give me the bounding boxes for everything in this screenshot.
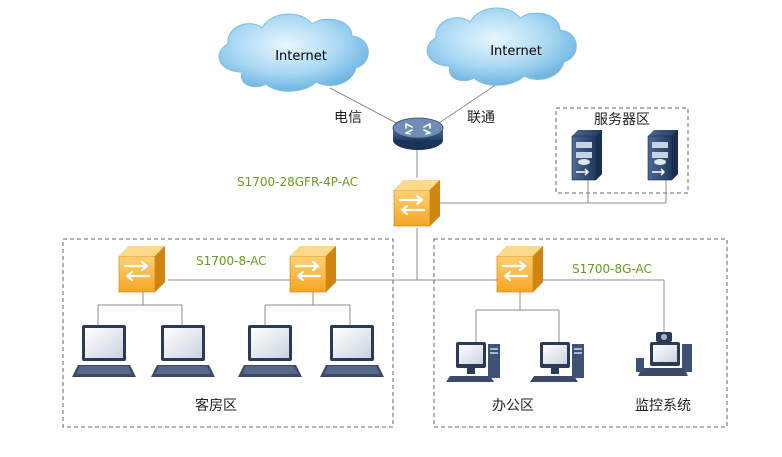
switch-icon [495,244,545,294]
cloud-icon [426,7,577,86]
core-switch-model: S1700-28GFR-4P-AC [237,175,358,189]
isp-label-telecom: 电信 [334,110,362,126]
router-icon [392,117,444,150]
switch-icon [117,244,167,294]
isp-label-unicom: 联通 [467,110,495,126]
laptop-icon [72,325,136,377]
laptop-icon [151,325,215,377]
guest-zone-box [62,238,394,428]
office-switch-model: S1700-8G-AC [572,262,652,276]
cloud-icon [218,13,369,92]
server-zone-box [555,107,689,194]
connection-lines [97,81,667,342]
camera-icon [636,332,692,376]
desktop-icon [446,342,500,382]
cloud-label-left: Internet [275,49,327,64]
guest-switch-model: S1700-8-AC [196,254,267,268]
server-zone-label: 服务器区 [594,112,650,128]
guest-zone-label: 客房区 [195,397,237,414]
cloud-label-right: Internet [490,44,542,59]
office-zone-box [433,238,728,428]
office-zone-label: 办公区 [492,398,534,414]
laptop-icon [238,325,302,377]
server-icon [647,129,679,181]
server-icon [571,129,603,181]
switch-icon [392,178,442,228]
desktop-icon [530,342,584,382]
laptop-icon [320,325,384,377]
switch-icon [288,244,338,294]
monitor-label: 监控系统 [635,398,691,414]
